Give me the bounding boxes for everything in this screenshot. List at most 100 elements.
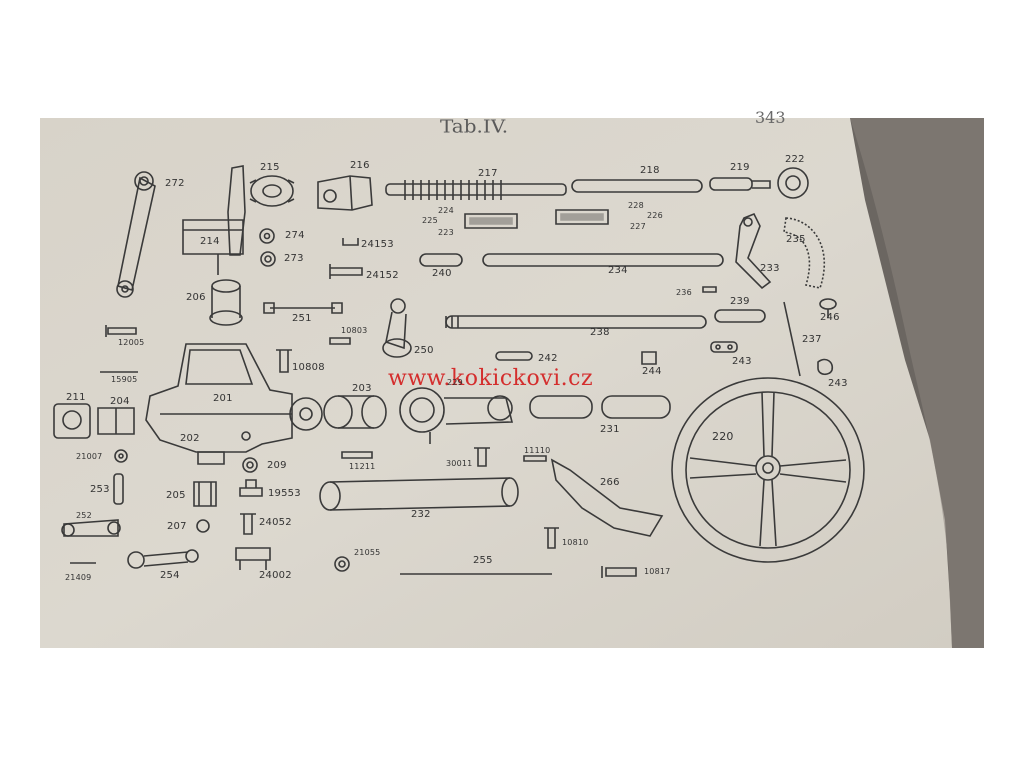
- part-label: 30011: [446, 459, 473, 468]
- part-266-bracket: [552, 460, 662, 536]
- part-11110-screw: [524, 456, 546, 461]
- part-label: 243: [828, 378, 848, 389]
- part-label: 21409: [65, 573, 92, 582]
- part-205-bracket: [194, 482, 216, 506]
- part-10817-bolt: [602, 566, 636, 578]
- part-label: 266: [600, 477, 620, 488]
- part-label: 251: [292, 313, 312, 324]
- part-274-nut: [260, 229, 274, 243]
- part-label: 240: [432, 268, 452, 279]
- part-251-link: [264, 303, 342, 313]
- part-11211-bolt: [342, 452, 372, 458]
- part-24152-bolt: [330, 264, 362, 279]
- part-label: 11110: [524, 446, 551, 455]
- part-label: 237: [802, 334, 822, 345]
- part-label: 201: [213, 393, 233, 404]
- part-203-sleeve: [324, 396, 386, 428]
- part-label: 21007: [76, 452, 103, 461]
- part-label: 226: [647, 211, 663, 220]
- part-24052-bolt: [240, 514, 256, 534]
- part-label: 216: [350, 160, 370, 171]
- part-244-clip: [642, 352, 656, 364]
- part-237-rod: [784, 302, 800, 376]
- part-236-pin: [703, 287, 716, 292]
- part-label: 24153: [361, 239, 394, 250]
- part-label: 223: [438, 228, 454, 237]
- part-label: 10803: [341, 326, 368, 335]
- part-227-plate: [556, 210, 608, 224]
- part-21007-washer: [115, 450, 127, 462]
- part-label: 242: [538, 353, 558, 364]
- part-217-worm-shaft: [386, 180, 566, 200]
- part-246-bolt: [820, 299, 836, 318]
- part-206-bushing: [210, 280, 242, 325]
- part-214-bracket: [183, 166, 245, 275]
- part-220-handwheel: [672, 378, 864, 562]
- part-231-shaft: [530, 396, 670, 418]
- part-222-ring: [778, 168, 808, 198]
- part-21055-washer: [335, 557, 349, 571]
- part-label: 255: [473, 555, 493, 566]
- part-label: 15905: [111, 375, 138, 384]
- part-250-crank: [383, 299, 411, 357]
- part-label: 224: [438, 206, 454, 215]
- part-243-plate: [711, 342, 737, 352]
- part-label: 273: [284, 253, 304, 264]
- part-19553-fitting: [240, 480, 262, 496]
- watermark: www.kokickovi.cz: [388, 366, 594, 391]
- part-label: 24152: [366, 270, 399, 281]
- part-label: 203: [352, 383, 372, 394]
- part-239-pin: [715, 310, 765, 322]
- part-label: 10810: [562, 538, 589, 547]
- part-label: 252: [76, 511, 92, 520]
- part-207-washer: [197, 520, 209, 532]
- part-label: 10808: [292, 362, 325, 373]
- part-238-shaft: [446, 316, 706, 328]
- part-10808-bolt: [276, 350, 292, 372]
- part-label: 218: [640, 165, 660, 176]
- part-219-bolt: [710, 178, 770, 190]
- part-204-bushing: [98, 408, 134, 434]
- part-218-pin: [572, 180, 702, 192]
- part-223-plate: [465, 214, 517, 228]
- part-label: 24052: [259, 517, 292, 528]
- part-label: 253: [90, 484, 110, 495]
- part-label: 209: [267, 460, 287, 471]
- part-254-lever: [128, 550, 198, 568]
- part-253-pin: [114, 474, 123, 504]
- part-label: 21055: [354, 548, 381, 557]
- part-243-cap: [818, 360, 832, 375]
- part-label: 244: [642, 366, 662, 377]
- part-label: 246: [820, 312, 840, 323]
- part-label: 235: [786, 234, 806, 245]
- part-label: 231: [600, 424, 620, 435]
- part-235-arc: [784, 218, 824, 288]
- part-234-rod: [483, 254, 723, 266]
- part-label: 202: [180, 433, 200, 444]
- part-label: 243: [732, 356, 752, 367]
- part-216-block: [318, 176, 372, 210]
- part-240-pin: [420, 254, 462, 266]
- part-252-link: [62, 520, 120, 536]
- part-label: 214: [200, 236, 220, 247]
- part-label: 272: [165, 178, 185, 189]
- part-label: 206: [186, 292, 206, 303]
- part-24153-clip: [343, 238, 358, 245]
- part-label: 217: [478, 168, 498, 179]
- part-label: 24002: [259, 570, 292, 581]
- part-label: 239: [730, 296, 750, 307]
- part-12005-bolt: [106, 325, 136, 337]
- part-label: 232: [411, 509, 431, 520]
- part-label: 12005: [118, 338, 145, 347]
- part-211-housing: [54, 404, 90, 438]
- part-label: 19553: [268, 488, 301, 499]
- part-30011-bolt: [474, 448, 490, 466]
- part-232-tube: [320, 478, 518, 510]
- part-label: 207: [167, 521, 187, 532]
- part-201-housing: [146, 344, 322, 464]
- part-229-gear-housing: [400, 388, 512, 444]
- part-label: 227: [630, 222, 646, 231]
- part-label: 254: [160, 570, 180, 581]
- part-label: 250: [414, 345, 434, 356]
